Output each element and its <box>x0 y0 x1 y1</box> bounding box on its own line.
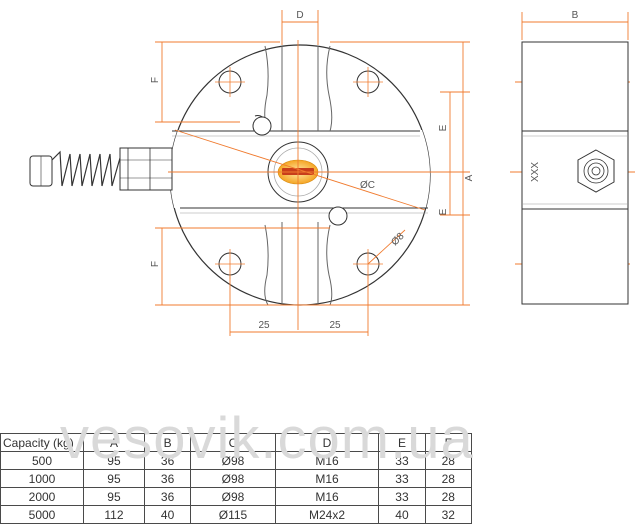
technical-drawing: D B F F E E A ØC Ø8 25 25 XXX <box>29 10 635 336</box>
mounting-hole <box>353 67 383 97</box>
cell: 95 <box>83 487 145 506</box>
dim-label-f-lower: F <box>150 261 161 267</box>
dim-label-a: A <box>464 174 475 181</box>
cell: 500 <box>0 451 84 470</box>
gland-nut-icon <box>577 149 615 193</box>
dim-label-f-upper: F <box>150 77 161 83</box>
cell: 33 <box>378 451 426 470</box>
table-row: 500 95 36 Ø98 M16 33 28 <box>0 451 473 470</box>
header-a: A <box>83 433 145 452</box>
dim-label-e-upper: E <box>438 124 449 131</box>
dim-label-e-lower: E <box>438 208 449 215</box>
side-marking-text: XXX <box>530 162 541 182</box>
dim-label-b: B <box>572 10 579 21</box>
cell: 2000 <box>0 487 84 506</box>
cell: 95 <box>83 451 145 470</box>
table-header-row: Capacity (kg) A B C D E F <box>0 433 473 452</box>
cell: 40 <box>378 505 426 524</box>
cell: 28 <box>424 487 473 506</box>
cell: 33 <box>378 469 426 488</box>
cell: Ø98 <box>190 469 276 488</box>
cell: 40 <box>143 505 192 524</box>
cable-spring-icon <box>51 150 121 187</box>
table-row: 1000 95 36 Ø98 M16 33 28 <box>0 469 473 488</box>
header-capacity: Capacity (kg) <box>0 433 84 452</box>
cell: Ø98 <box>190 451 276 470</box>
load-cell-front-view <box>169 44 431 306</box>
mounting-hole <box>215 67 245 97</box>
dim-label-d: D <box>296 10 303 21</box>
table-row: 5000 112 40 Ø115 M24x2 40 32 <box>0 505 473 524</box>
table-row: 2000 95 36 Ø98 M16 33 28 <box>0 487 473 506</box>
header-f: F <box>424 433 473 452</box>
dim-label-25-right: 25 <box>329 320 341 331</box>
cell: M16 <box>274 469 380 488</box>
dim-label-25-left: 25 <box>258 320 270 331</box>
cell: Ø115 <box>190 505 276 524</box>
cell: 28 <box>424 469 473 488</box>
cell: 5000 <box>0 505 84 524</box>
cell: Ø98 <box>190 487 276 506</box>
dim-label-diam-c: ØC <box>360 180 375 191</box>
capacity-table: Capacity (kg) A B C D E F 500 95 36 Ø98 … <box>0 433 473 524</box>
header-c: C <box>190 433 276 452</box>
cell: 33 <box>378 487 426 506</box>
cell: 1000 <box>0 469 84 488</box>
cable-gland <box>119 147 173 191</box>
cell: 36 <box>143 451 192 470</box>
cable-end <box>29 155 53 187</box>
header-b: B <box>143 433 192 452</box>
cell: 112 <box>83 505 145 524</box>
cell: 95 <box>83 469 145 488</box>
load-cell-side-view <box>521 41 629 305</box>
cell: M16 <box>274 487 380 506</box>
cell: M24x2 <box>274 505 380 524</box>
header-d: D <box>274 433 380 452</box>
cell: 36 <box>143 487 192 506</box>
cell: 28 <box>424 451 473 470</box>
header-e: E <box>378 433 426 452</box>
cell: 36 <box>143 469 192 488</box>
cell: 32 <box>424 505 473 524</box>
cell: M16 <box>274 451 380 470</box>
